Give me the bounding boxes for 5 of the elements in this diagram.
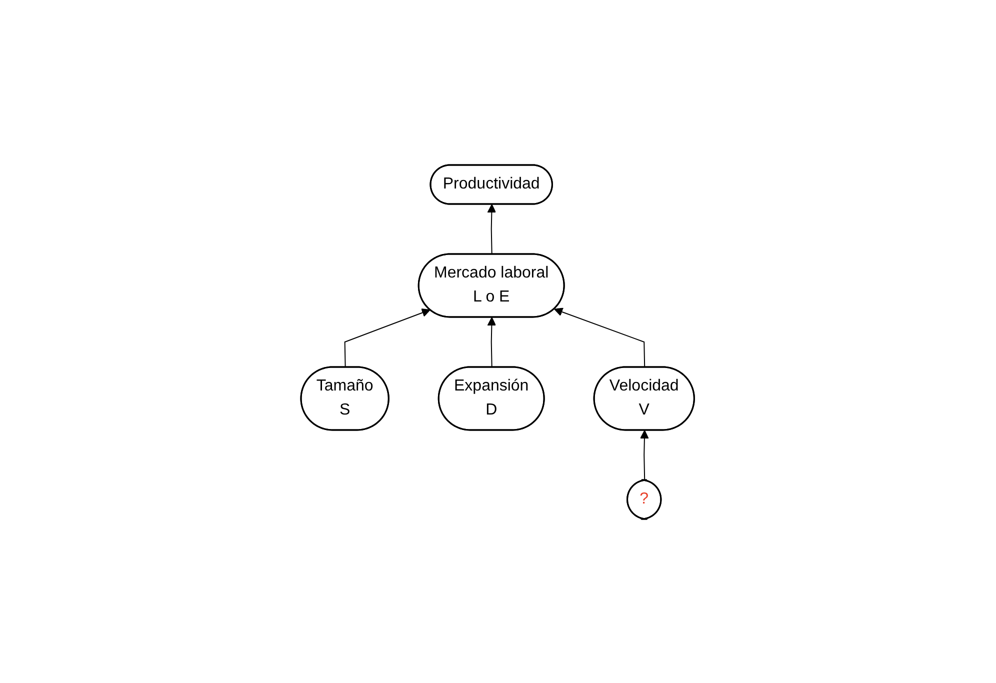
arrow <box>488 316 496 368</box>
arrow <box>640 430 650 480</box>
arrow <box>488 204 496 254</box>
arrow <box>554 307 646 368</box>
arrow <box>344 308 431 368</box>
